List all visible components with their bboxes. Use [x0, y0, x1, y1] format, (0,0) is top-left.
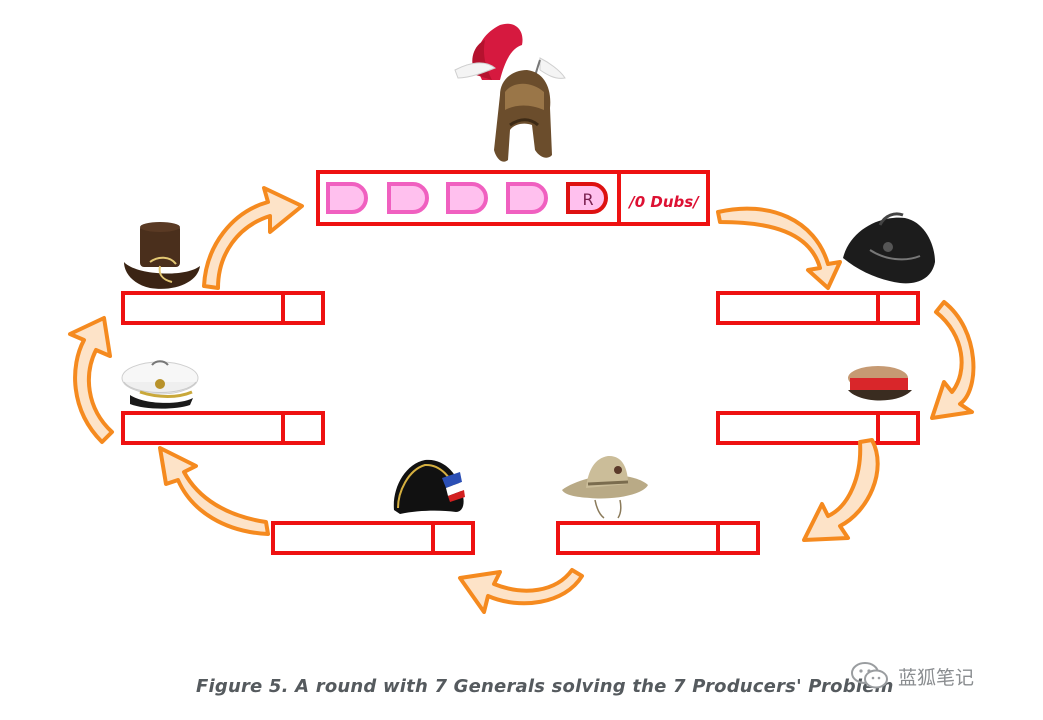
top-hat-icon: [124, 222, 200, 289]
general-box-bottom-left: [271, 521, 475, 555]
arrow-top-left: [202, 186, 304, 290]
arrow-bottom: [458, 568, 584, 614]
slot-d-2: [387, 182, 429, 214]
bicorne-hat-icon: [843, 212, 935, 284]
slouch-hat-icon: [562, 455, 648, 519]
general-box-left-1: [121, 291, 325, 325]
general-box-right-1: [716, 291, 920, 325]
slot-d-4: [506, 182, 548, 214]
arrow-left: [68, 316, 114, 444]
dubs-counter: /0 Dubs/: [627, 193, 700, 211]
arrow-right-1: [930, 300, 976, 420]
arrow-bottom-left: [158, 446, 270, 536]
admiral-cap-icon: [121, 360, 199, 409]
leader-slots: R: [326, 182, 608, 214]
arrow-top-right: [716, 206, 842, 290]
peaked-cap-icon: [843, 364, 915, 404]
general-box-right-2: [716, 411, 920, 445]
watermark: 蓝狐笔记: [850, 661, 974, 691]
general-box-bottom-right: [556, 521, 760, 555]
arrow-right-2: [802, 438, 880, 542]
wechat-icon: [851, 662, 888, 689]
leader-counter-box: [617, 170, 710, 226]
slot-r-label: R: [582, 190, 593, 209]
napoleon-hat-icon: [393, 459, 465, 514]
general-box-left-2: [121, 411, 325, 445]
slot-r: R: [566, 182, 608, 214]
spartan-helmet-icon: [454, 23, 566, 162]
slot-d-3: [446, 182, 488, 214]
watermark-text: 蓝狐笔记: [898, 666, 975, 689]
slot-d-1: [326, 182, 368, 214]
figure-caption: Figure 5. A round with 7 Generals solvin…: [196, 676, 894, 697]
